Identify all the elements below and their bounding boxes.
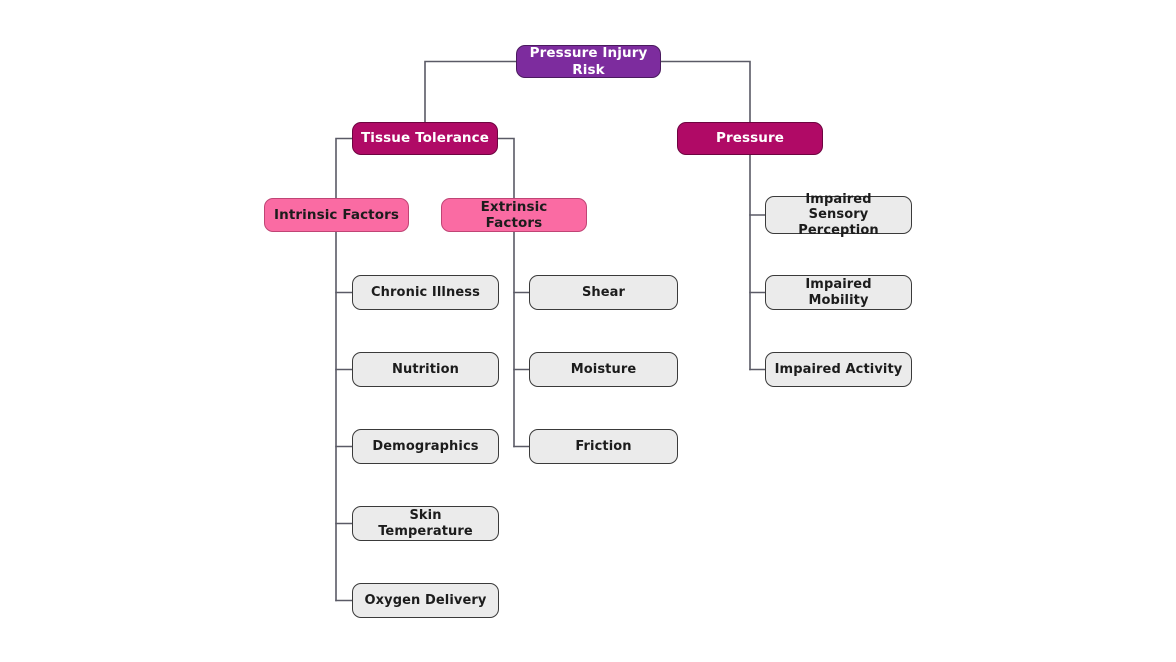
node-label: Skin Temperature bbox=[378, 507, 473, 539]
node-label: Nutrition bbox=[392, 361, 459, 377]
node-leaf-intrinsic-2[interactable]: Demographics bbox=[352, 429, 499, 464]
node-label: Extrinsic Factors bbox=[480, 198, 548, 231]
node-leaf-intrinsic-0[interactable]: Chronic Illness bbox=[352, 275, 499, 310]
node-label: Chronic Illness bbox=[371, 284, 480, 300]
node-label: Impaired Sensory Perception bbox=[798, 191, 879, 238]
node-tissue-tolerance[interactable]: Tissue Tolerance bbox=[352, 122, 498, 155]
node-label: Intrinsic Factors bbox=[273, 206, 399, 223]
node-leaf-pressure-2[interactable]: Impaired Activity bbox=[765, 352, 912, 387]
node-leaf-extrinsic-2[interactable]: Friction bbox=[529, 429, 678, 464]
node-leaf-pressure-1[interactable]: Impaired Mobility bbox=[765, 275, 912, 310]
node-leaf-intrinsic-1[interactable]: Nutrition bbox=[352, 352, 499, 387]
node-leaf-extrinsic-0[interactable]: Shear bbox=[529, 275, 678, 310]
edge-root-to-pressure bbox=[660, 60, 751, 123]
node-label: Tissue Tolerance bbox=[361, 130, 489, 147]
node-label: Pressure bbox=[715, 130, 784, 147]
node-label: Impaired Activity bbox=[774, 361, 903, 377]
node-pressure-injury-risk[interactable]: Pressure Injury Risk bbox=[516, 45, 661, 78]
node-label: Pressure Injury Risk bbox=[529, 45, 648, 78]
node-label: Demographics bbox=[372, 438, 479, 454]
node-label: Shear bbox=[581, 284, 626, 300]
node-leaf-extrinsic-1[interactable]: Moisture bbox=[529, 352, 678, 387]
node-label: Friction bbox=[575, 438, 632, 454]
edge-root-to-tissue-tolerance bbox=[424, 60, 517, 123]
edge-tissue-to-extrinsic bbox=[497, 137, 515, 199]
node-extrinsic-factors[interactable]: Extrinsic Factors bbox=[441, 198, 587, 232]
node-intrinsic-factors[interactable]: Intrinsic Factors bbox=[264, 198, 409, 232]
node-label: Oxygen Delivery bbox=[364, 592, 487, 608]
node-leaf-intrinsic-3[interactable]: Skin Temperature bbox=[352, 506, 499, 541]
node-label: Moisture bbox=[570, 361, 637, 377]
node-leaf-pressure-0[interactable]: Impaired Sensory Perception bbox=[765, 192, 912, 238]
node-leaf-intrinsic-4[interactable]: Oxygen Delivery bbox=[352, 583, 499, 618]
node-label: Impaired Mobility bbox=[805, 276, 872, 308]
node-pressure[interactable]: Pressure bbox=[677, 122, 823, 155]
edge-tissue-to-intrinsic bbox=[335, 137, 353, 199]
